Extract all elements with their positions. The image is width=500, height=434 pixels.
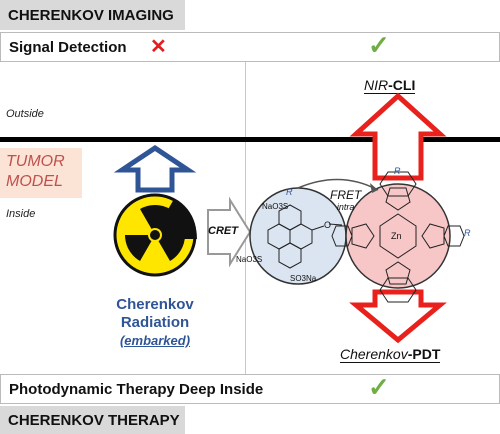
tumor-model-line2: MODEL (6, 173, 63, 190)
nir-cli-suffix: -CLI (388, 77, 416, 93)
cherenkov-radiation-line3: (embarked) (119, 333, 191, 348)
fret-label-main: FRET (330, 188, 362, 202)
footer-title: CHERENKOV THERAPY (8, 411, 180, 429)
footer-bar: CHERENKOV THERAPY (0, 406, 185, 434)
cherenkov-radiation-label: Cherenkov Radiation (embarked) (100, 296, 210, 350)
naso3-left-label: NaO3S (236, 255, 263, 264)
cherenkov-radiation-line1: Cherenkov (116, 296, 194, 313)
zinc-label: Zn (391, 231, 402, 241)
signal-detection-label: Signal Detection (9, 38, 127, 56)
r-label-right: R (464, 228, 471, 238)
header-title: CHERENKOV IMAGING (8, 6, 174, 24)
cret-label: CRET (208, 225, 238, 237)
inside-label: Inside (6, 208, 36, 220)
cret-arrow-icon (207, 196, 252, 268)
red-down-arrow-icon (349, 289, 447, 344)
nir-cli-label: NIR-CLI (364, 77, 416, 94)
cherenkov-pdt-prefix: Cherenkov (340, 346, 408, 362)
pdt-row: Photodynamic Therapy Deep Inside (0, 374, 500, 404)
skin-boundary-line (0, 137, 500, 142)
r-label-top: R (394, 166, 401, 176)
blue-up-arrow-icon (113, 144, 197, 193)
green-check-icon: ✓ (368, 30, 390, 60)
zinc-phthalocyanine (331, 171, 465, 303)
cherenkov-pdt-suffix: -PDT (407, 346, 441, 362)
outside-label: Outside (6, 108, 44, 120)
nir-cli-prefix: NIR (364, 77, 389, 93)
fret-label-sub: intra (336, 202, 355, 212)
fret-arrow-icon (297, 178, 379, 191)
tumor-model-box: TUMOR MODEL (0, 148, 82, 198)
red-x-icon: ✕ (150, 36, 167, 58)
column-divider (245, 62, 246, 374)
naso3-top-label: NaO3S (262, 202, 289, 211)
radiation-hazard-icon (113, 193, 198, 277)
pdt-row-label: Photodynamic Therapy Deep Inside (9, 380, 264, 398)
cherenkov-radiation-line2: Radiation (120, 314, 190, 331)
so3na-bottom-label: SO3Na (290, 274, 317, 283)
tumor-model-line1: TUMOR (6, 153, 65, 170)
cherenkov-pdt-label: Cherenkov-PDT (340, 346, 441, 363)
header-bar: CHERENKOV IMAGING (0, 0, 185, 30)
fret-label: FRET intra (330, 188, 361, 212)
oxygen-label: O (324, 220, 332, 230)
pdt-green-check-icon: ✓ (368, 372, 390, 402)
signal-detection-row: Signal Detection (0, 32, 500, 62)
r-label-pyrene: R (286, 187, 293, 197)
red-up-arrow-icon (349, 92, 447, 181)
